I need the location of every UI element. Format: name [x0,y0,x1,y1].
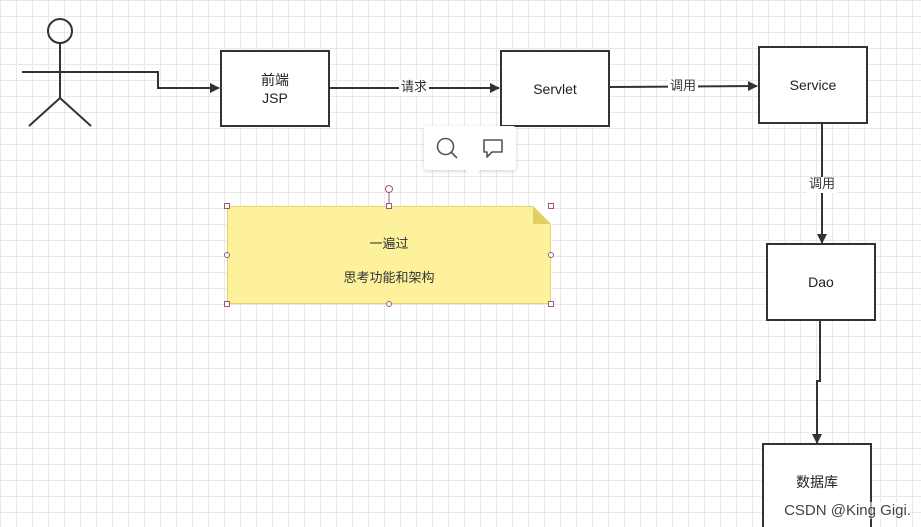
actor-figure[interactable] [22,18,98,127]
resize-handle-ne[interactable] [548,203,554,209]
actor-head [47,18,73,44]
comment-icon [483,139,503,158]
note-line-1: 一遍过 [369,237,409,252]
servlet-node-label: Servlet [533,80,577,97]
note-line-2: 思考功能和架构 [343,271,435,286]
note-fold-corner [533,206,551,224]
dao-node[interactable]: Dao [766,243,876,321]
actor-right-leg [59,97,92,127]
edge-label-request: 请求 [399,80,430,96]
servlet-node[interactable]: Servlet [500,50,610,127]
resize-handle-s[interactable] [386,301,392,307]
resize-handle-w[interactable] [224,252,230,258]
frontend-node-line2: JSP [262,89,288,106]
sticky-note[interactable]: 一遍过 思考功能和架构 [227,206,551,304]
frontend-jsp-node[interactable]: 前端 JSP [220,50,330,127]
actor-left-leg [28,97,61,127]
resize-handle-sw[interactable] [224,301,230,307]
frontend-node-line1: 前端 [261,71,289,88]
service-node[interactable]: Service [758,46,868,124]
resize-handle-e[interactable] [548,252,554,258]
edge-label-call-dao: 调用 [807,177,838,193]
watermark: CSDN @King Gigi. [784,502,911,519]
search-button[interactable] [432,133,462,163]
database-node-label: 数据库 [796,474,838,490]
search-icon [436,137,458,159]
service-node-label: Service [789,77,837,93]
comment-button[interactable] [478,133,508,163]
dao-node-label: Dao [808,274,834,290]
connector-actor-to-frontend[interactable] [98,71,220,93]
resize-handle-se[interactable] [548,301,554,307]
floating-toolbar [424,126,516,177]
resize-handle-nw[interactable] [224,203,230,209]
rotate-handle[interactable] [384,184,394,204]
connector-dao-to-database[interactable] [812,320,822,444]
edge-label-call-service: 调用 [668,79,699,95]
